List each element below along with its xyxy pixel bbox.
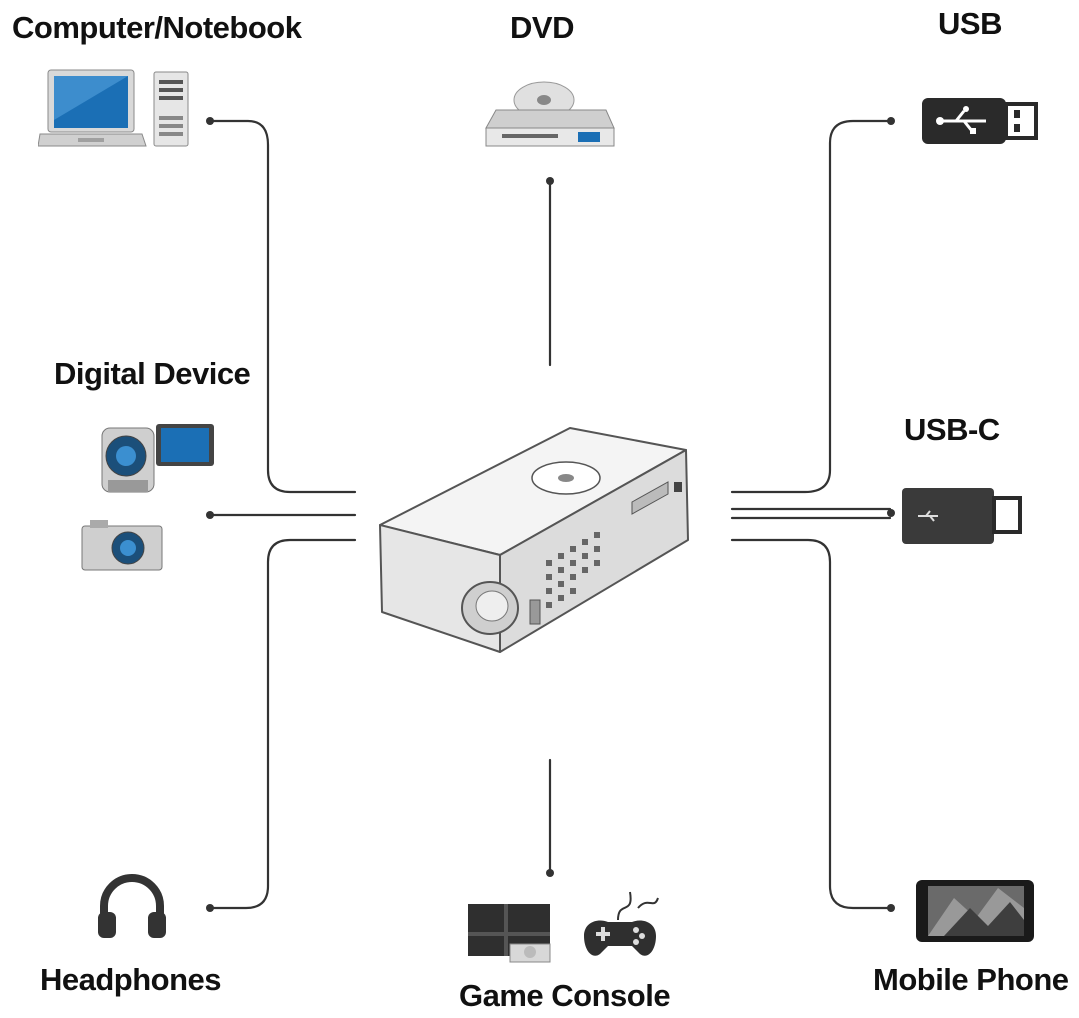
line-mobile-phone [730,538,892,910]
label-computer-notebook: Computer/Notebook [12,10,302,45]
line-headphones [208,538,357,910]
game-controller-icon [584,891,659,956]
headphones-icon [98,874,166,938]
usb-c-adapter-icon [902,488,1022,544]
camcorder-icon [101,424,214,493]
label-usb-c: USB-C [904,412,1000,447]
label-digital-device: Digital Device [54,356,251,391]
laptop-icon [38,69,147,147]
desktop-tower-icon [153,71,189,147]
line-computer [208,119,357,494]
label-headphones: Headphones [40,962,222,997]
game-console-icon [468,904,551,963]
camera-icon [81,520,163,571]
dvd-player-icon [485,81,615,147]
label-mobile-phone: Mobile Phone [873,962,1069,997]
dot-game-console [546,869,554,877]
dot-mobile-phone [887,904,895,912]
line-usb [730,119,892,494]
dot-computer [206,117,214,125]
dot-headphones [206,904,214,912]
label-dvd: DVD [510,10,574,45]
usb-drive-icon [922,98,1038,144]
label-game-console: Game Console [459,978,671,1013]
dot-digital-device [206,511,214,519]
label-usb: USB [938,6,1002,41]
dot-usb [887,117,895,125]
dot-usb-c [887,509,895,517]
dot-dvd [546,177,554,185]
projector-icon [379,427,689,653]
mobile-phone-icon [916,880,1034,942]
